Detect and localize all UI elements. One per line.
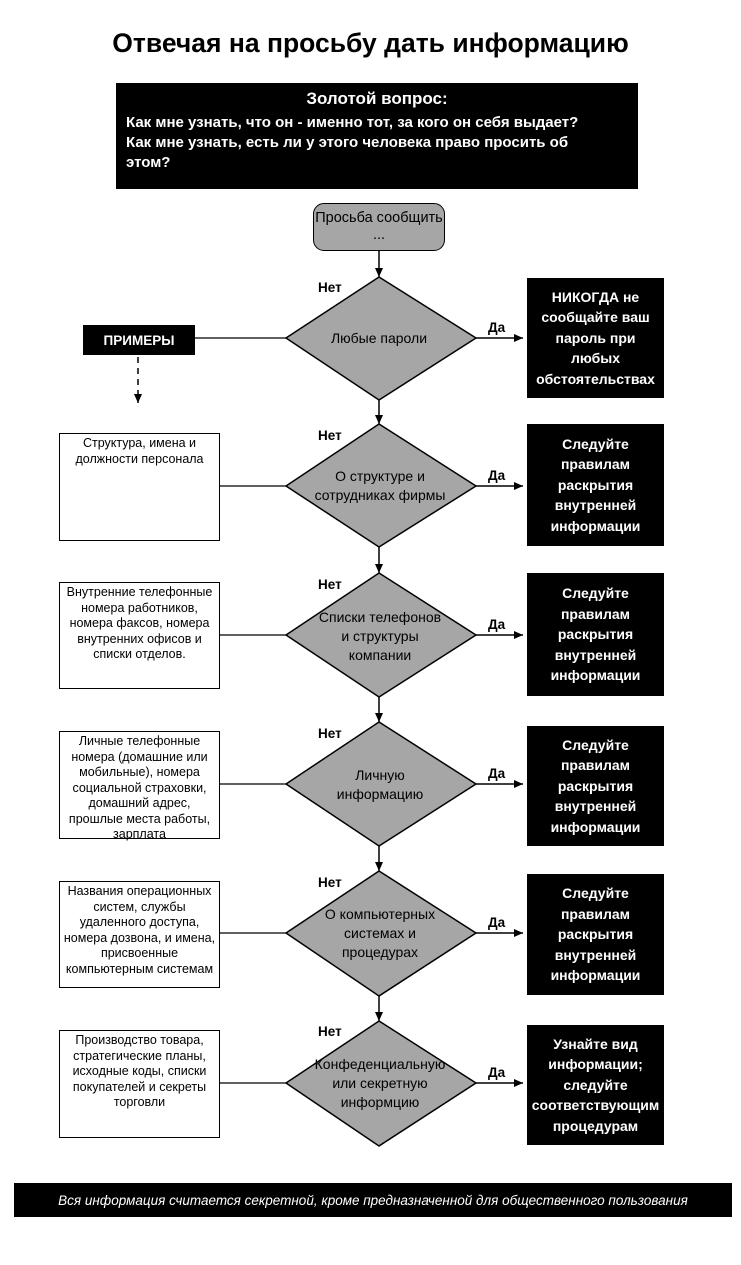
action-box: Следуйте правилам раскрытия внутренней и… [527,726,664,846]
action-box: Узнайте вид информации; следуйте соответ… [527,1025,664,1145]
no-label: Нет [318,577,342,592]
diamond-4 [284,721,478,847]
golden-question-heading: Золотой вопрос: [306,89,448,108]
yes-label: Да [488,766,506,781]
yes-label: Да [488,320,506,335]
decision-label: О компьютерных системах и процедурах [324,905,436,960]
golden-question-line: этом? [126,154,171,171]
examples-label: ПРИМЕРЫ [83,325,195,355]
action-box: Следуйте правилам раскрытия внутренней и… [527,424,664,546]
diamond-6 [284,1020,478,1147]
golden-question-line: Как мне узнать, что он - именно тот, за … [126,114,579,131]
diamond-1 [284,276,478,401]
golden-question-line: Как мне узнать, есть ли у этого человека… [126,134,569,151]
example-box: Названия операционных систем, службы уда… [59,881,220,988]
yes-label: Да [488,468,506,483]
example-box: Внутренние телефонные номера работников,… [59,582,220,689]
example-box: Производство товара, стратегические план… [59,1030,220,1138]
no-label: Нет [318,875,342,890]
page-title: Отвечая на просьбу дать информацию [112,28,629,58]
decision-label: Любые пароли [330,329,428,346]
no-label: Нет [318,1024,342,1039]
action-box: НИКОГДА не сообщайте ваш пароль при любы… [527,278,664,398]
decision-label: Списки телефонов и структуры компании [318,608,442,663]
yes-label: Да [488,617,506,632]
example-box: Личные телефонные номера (домашние или м… [59,731,220,841]
action-box: Следуйте правилам раскрытия внутренней и… [527,573,664,696]
no-label: Нет [318,726,342,741]
no-label: Нет [318,280,342,295]
diamond-5 [284,870,478,997]
example-box: Структура, имена и должности персонала [59,433,220,541]
golden-question-box: Золотой вопрос: Как мне узнать, что он -… [116,83,638,189]
action-box: Следуйте правилам раскрытия внутренней и… [527,874,664,995]
decision-label: О структуре и сотрудниках фирмы [314,468,446,503]
footer-note: Вся информация считается секретной, кром… [14,1183,732,1217]
decision-label: Конфеденциальную или секретную информцию [314,1055,446,1110]
start-node: Просьба сообщить ... [313,203,445,251]
yes-label: Да [488,915,506,930]
diamond-2 [284,423,478,548]
no-label: Нет [318,428,342,443]
decision-label: Личную информацию [336,767,424,802]
yes-label: Да [488,1065,506,1080]
diamond-3 [284,572,478,698]
